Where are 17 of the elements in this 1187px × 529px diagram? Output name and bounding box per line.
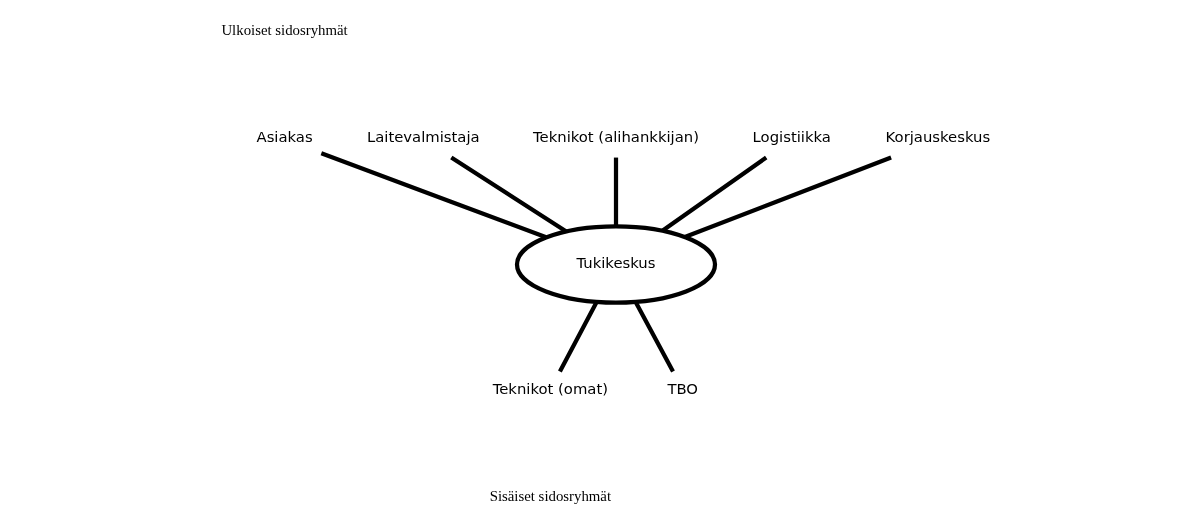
connector <box>684 155 892 239</box>
connector <box>558 301 599 373</box>
node-text: Logistiikka <box>752 128 831 146</box>
node-text: TBO <box>667 380 699 398</box>
connector <box>633 301 675 373</box>
connector <box>661 155 768 233</box>
node-text: Laitevalmistaja <box>366 128 480 146</box>
label: Sisäiset sidosryhmät <box>489 488 612 505</box>
node-text: Asiakas <box>256 128 313 146</box>
node-text: Teknikot (alihankkijan) <box>533 128 699 146</box>
connector <box>613 157 619 226</box>
node-text: Teknikot (omat) <box>492 380 608 398</box>
node-ellipse: Tukikeskus <box>514 224 718 305</box>
node-text: Korjauskeskus <box>885 128 991 146</box>
connector <box>450 155 568 234</box>
label: Ulkoiset sidosryhmät <box>221 22 348 39</box>
connector <box>320 151 547 240</box>
